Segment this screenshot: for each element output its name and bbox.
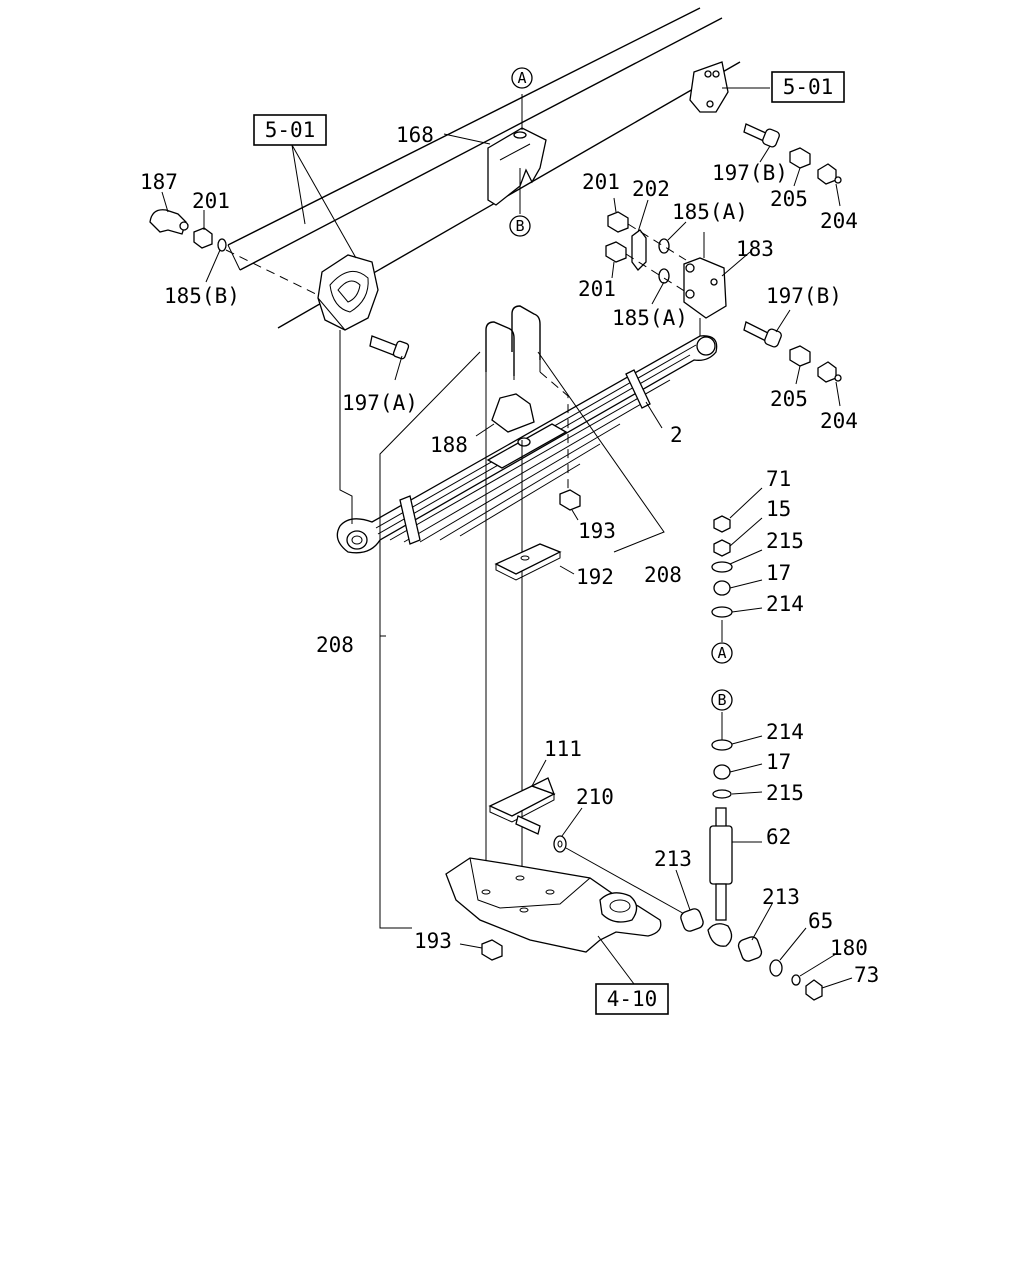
nut-201-upper — [607, 211, 629, 233]
ref-box-4-10: 4-10 — [595, 983, 669, 1015]
svg-text:B: B — [717, 691, 726, 709]
label-197b-lower: 197(B) — [766, 284, 842, 308]
label-17-upper: 17 — [766, 561, 791, 585]
nut-204-lower — [817, 361, 842, 383]
label-2: 2 — [670, 423, 683, 447]
label-187: 187 — [140, 170, 178, 194]
label-180: 180 — [830, 936, 868, 960]
label-214-upper: 214 — [766, 592, 804, 616]
label-201-lower-right: 201 — [578, 277, 616, 301]
left-hanger-bracket — [317, 254, 379, 331]
label-71: 71 — [766, 467, 791, 491]
shock-absorber-62 — [707, 807, 733, 947]
u-bolt-rear — [511, 305, 541, 372]
label-192: 192 — [576, 565, 614, 589]
marker-a-mid: A — [711, 642, 733, 664]
svg-text:5-01: 5-01 — [783, 75, 834, 99]
label-213-left: 213 — [654, 847, 692, 871]
washer-210 — [553, 835, 567, 853]
label-204-upper: 204 — [820, 209, 858, 233]
link-plate-202 — [631, 229, 647, 271]
bushing-213-right — [737, 936, 763, 962]
washer-180 — [791, 974, 801, 986]
washer-185b — [217, 238, 227, 252]
shackle-183 — [683, 232, 727, 340]
label-201-left: 201 — [192, 189, 230, 213]
axle-beam — [445, 857, 662, 953]
bracket-168 — [487, 94, 547, 214]
bolt-197b-lower — [743, 321, 782, 348]
label-214-lower: 214 — [766, 720, 804, 744]
bushing-213-left — [680, 908, 704, 932]
svg-text:5-01: 5-01 — [265, 118, 316, 142]
label-188: 188 — [430, 433, 468, 457]
label-205-lower: 205 — [770, 387, 808, 411]
nut-193-lower — [481, 939, 503, 961]
leader-lines — [161, 87, 853, 989]
label-205-upper: 205 — [770, 187, 808, 211]
label-210: 210 — [576, 785, 614, 809]
label-202: 202 — [632, 177, 670, 201]
label-185b: 185(B) — [164, 284, 240, 308]
nut-204-upper — [817, 163, 842, 185]
leader-shackle-upper — [627, 223, 687, 261]
label-193-lower: 193 — [414, 929, 452, 953]
plate-192 — [494, 543, 562, 581]
ref-box-5-01-left: 5-01 — [253, 114, 327, 146]
washer-65 — [769, 959, 783, 977]
label-208-left: 208 — [316, 633, 354, 657]
label-197a: 197(A) — [342, 391, 418, 415]
svg-text:A: A — [517, 69, 526, 87]
label-204-lower: 204 — [820, 409, 858, 433]
svg-text:4-10: 4-10 — [607, 987, 658, 1011]
nut-205-lower — [789, 345, 811, 367]
label-168: 168 — [396, 123, 434, 147]
svg-text:B: B — [515, 217, 524, 235]
svg-text:A: A — [717, 644, 726, 662]
ref-box-5-01-right: 5-01 — [771, 71, 845, 103]
nut-193-upper — [559, 489, 581, 511]
leader-210-bushing — [565, 847, 689, 917]
leader-shackle-lower — [625, 253, 687, 293]
nut-201-lower — [605, 241, 627, 263]
label-185a-lower: 185(A) — [612, 306, 688, 330]
label-215-lower: 215 — [766, 781, 804, 805]
nut-73 — [805, 979, 823, 1001]
label-17-lower: 17 — [766, 750, 791, 774]
marker-b-top: B — [509, 215, 531, 237]
lower-shock-hardware — [711, 739, 733, 799]
label-183: 183 — [736, 237, 774, 261]
nut-201-left — [193, 227, 213, 249]
fitting-187 — [149, 209, 189, 235]
label-185a-upper: 185(A) — [672, 200, 748, 224]
washers-185a — [658, 238, 670, 284]
label-213-right: 213 — [762, 885, 800, 909]
label-73: 73 — [854, 963, 879, 987]
u-bolt-axis-rear — [539, 371, 569, 490]
label-62: 62 — [766, 825, 791, 849]
label-193-upper: 193 — [578, 519, 616, 543]
label-111: 111 — [544, 737, 582, 761]
label-208-right: 208 — [644, 563, 682, 587]
label-65: 65 — [808, 909, 833, 933]
part-labels: 168 187 201 185(B) 197(A) 201 202 185(A)… — [140, 123, 879, 987]
right-upper-bracket — [689, 61, 729, 113]
label-15: 15 — [766, 497, 791, 521]
label-197b-upper: 197(B) — [712, 161, 788, 185]
label-215-upper: 215 — [766, 529, 804, 553]
bolt-197b-upper — [743, 123, 780, 148]
bolt-197a — [369, 335, 410, 360]
plate-111 — [488, 777, 556, 835]
marker-a-top: A — [511, 67, 533, 89]
label-201-upper-right: 201 — [582, 170, 620, 194]
upper-shock-hardware — [711, 515, 733, 618]
marker-b-mid: B — [711, 689, 733, 711]
spacer-188 — [491, 393, 535, 447]
leader-185b — [225, 249, 321, 297]
nut-205-upper — [789, 147, 811, 169]
u-bolt-front — [485, 321, 515, 392]
